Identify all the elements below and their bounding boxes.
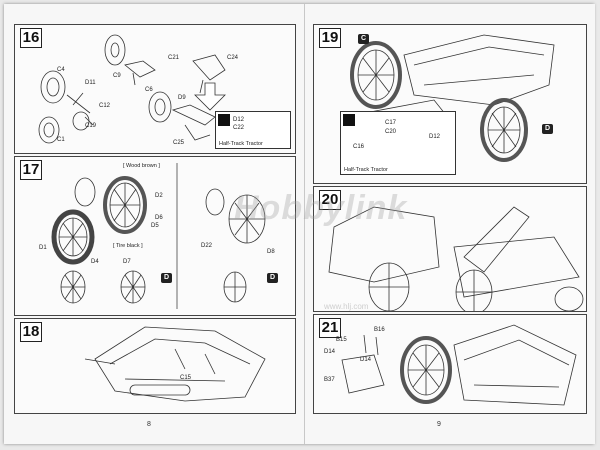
step-number: 19 <box>319 28 341 48</box>
step-number: 18 <box>20 322 42 342</box>
part-label: D11 <box>85 80 96 86</box>
decal-sheet-badge: C <box>358 34 369 44</box>
part-label: D12 <box>233 117 245 123</box>
warning-icon <box>218 114 230 126</box>
part-label: C4 <box>57 67 65 73</box>
instruction-spread: 16 C4 D11 C12 C19 C1 C <box>4 4 595 444</box>
part-label: C15 <box>180 375 192 381</box>
part-label: C25 <box>173 140 185 146</box>
part-label: C21 <box>168 55 180 61</box>
tractor-caption: Half-Track Tractor <box>344 167 388 173</box>
step-19-panel: 19 C D C17 C20 D1 <box>313 24 587 184</box>
step-number: 20 <box>319 190 341 210</box>
part-label: D2 <box>155 193 163 199</box>
step-20-panel: 20 <box>313 186 587 312</box>
part-label: D6 <box>155 215 163 221</box>
part-label: D4 <box>91 259 99 265</box>
part-label: D14 <box>324 349 336 355</box>
tractor-caption: Half-Track Tractor <box>219 141 263 147</box>
part-label: D8 <box>267 249 275 255</box>
part-label: D14 <box>360 357 372 363</box>
step-18-drawing <box>84 326 266 402</box>
step-17-drawing <box>51 163 266 309</box>
decal-sheet-badge: D <box>267 273 278 283</box>
part-label: B15 <box>336 337 347 343</box>
step-number: 16 <box>20 28 42 48</box>
part-label: C12 <box>99 103 111 109</box>
part-label: C20 <box>385 129 397 135</box>
part-label: D7 <box>123 259 131 265</box>
step-number: 17 <box>20 160 42 180</box>
step-17-panel: 17 <box>14 156 296 316</box>
part-label: C6 <box>145 87 153 93</box>
part-label: C9 <box>113 73 121 79</box>
watermark-url: www.hlj.com <box>324 302 369 311</box>
part-label: D22 <box>201 243 213 249</box>
left-page: 16 C4 D11 C12 C19 C1 C <box>4 4 304 444</box>
right-page: 19 C D C17 C20 D1 <box>304 4 595 444</box>
part-label: C16 <box>353 144 365 150</box>
part-label: C1 <box>57 137 65 143</box>
part-label: C19 <box>85 123 97 129</box>
part-label: D12 <box>429 134 441 140</box>
paint-callout: [ Tire black ] <box>113 243 143 249</box>
step-16-panel: 16 C4 D11 C12 C19 C1 C <box>14 24 296 154</box>
part-label: B16 <box>374 327 385 333</box>
part-label: D1 <box>39 245 47 251</box>
part-label: C24 <box>227 55 239 61</box>
decal-sheet-badge: D <box>161 273 172 283</box>
part-label: C22 <box>233 125 245 131</box>
step-21-drawing <box>341 324 577 406</box>
tractor-callout: C17 C20 D12 C16 Half-Track Tractor <box>340 111 456 175</box>
step-21-panel: 21 B15 B16 D14 D14 B37 <box>313 314 587 414</box>
page-number: 9 <box>437 421 441 428</box>
tractor-callout: Half-Track Tractor <box>215 111 291 149</box>
page-number: 8 <box>147 421 151 428</box>
warning-icon <box>343 114 355 126</box>
step-20-drawing <box>328 206 584 311</box>
part-label: D5 <box>151 223 159 229</box>
step-18-panel: 18 C15 <box>14 318 296 414</box>
decal-sheet-badge: D <box>542 124 553 134</box>
part-label: D9 <box>178 95 186 101</box>
part-label: B37 <box>324 377 335 383</box>
step-number: 21 <box>319 318 341 338</box>
part-label: C17 <box>385 120 397 126</box>
paint-callout: [ Wood brown ] <box>123 163 160 169</box>
